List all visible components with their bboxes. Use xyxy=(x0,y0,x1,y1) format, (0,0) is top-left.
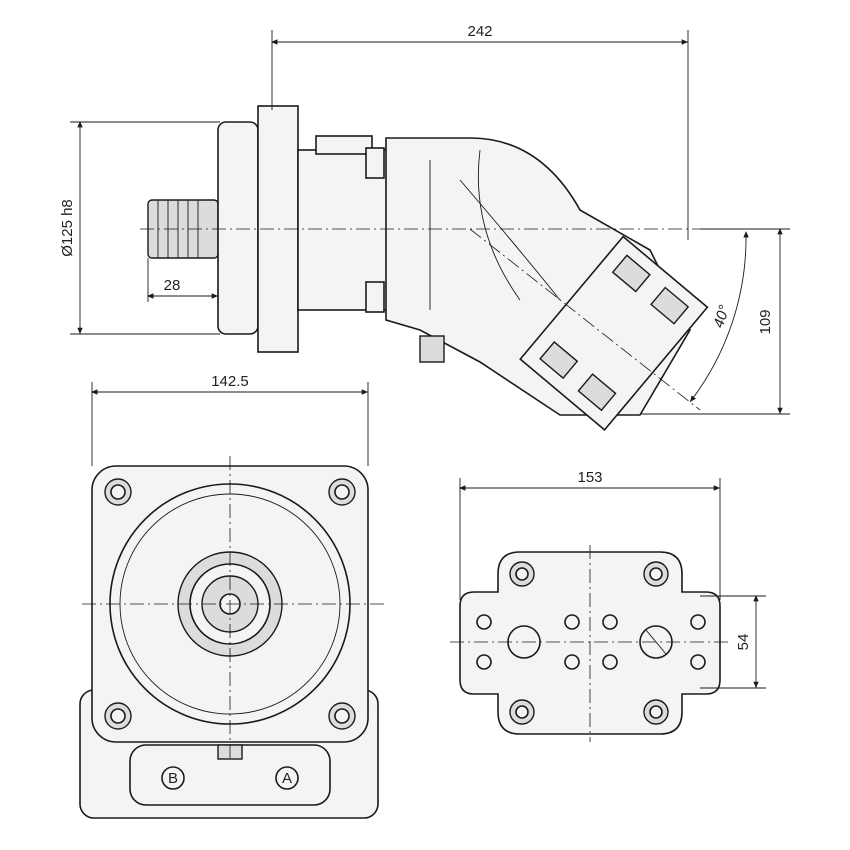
side-view xyxy=(140,105,790,431)
port-b-label: B xyxy=(168,770,178,787)
dim-flange-width-label: 142.5 xyxy=(211,373,249,390)
front-view: B A xyxy=(79,456,385,819)
port-plate-mount-holes xyxy=(509,561,669,725)
dim-flange-width: 142.5 xyxy=(91,373,369,466)
dim-shaft-length-label: 28 xyxy=(164,277,181,294)
dim-port-spacing: 54 xyxy=(700,595,766,689)
port-block xyxy=(519,235,709,431)
dim-flange-diameter-label: Ø125 h8 xyxy=(59,199,76,257)
port-plate-small-holes xyxy=(476,614,706,670)
flange-front xyxy=(217,121,259,335)
dim-port-plate-width: 153 xyxy=(459,469,721,600)
port-a-label: A xyxy=(282,770,292,787)
port-plate-view xyxy=(450,545,730,742)
dim-port-height-label: 109 xyxy=(757,309,774,334)
dim-port-spacing-label: 54 xyxy=(735,634,752,651)
port-a-marker xyxy=(275,766,299,790)
port-b-marker xyxy=(161,766,185,790)
dim-flange-diameter: Ø125 h8 xyxy=(59,121,220,335)
dim-port-height: 109 xyxy=(640,228,790,415)
dim-overall-length: 242 xyxy=(271,23,689,240)
dim-shaft-length: 28 xyxy=(147,258,219,302)
dim-port-plate-width-label: 153 xyxy=(577,469,602,486)
flange-bolt-holes xyxy=(104,478,356,730)
drain-fitting xyxy=(419,335,445,363)
dim-overall-length-label: 242 xyxy=(467,23,492,40)
dim-angle-label: 40° xyxy=(710,303,733,330)
dim-angle: 40° xyxy=(689,231,749,403)
